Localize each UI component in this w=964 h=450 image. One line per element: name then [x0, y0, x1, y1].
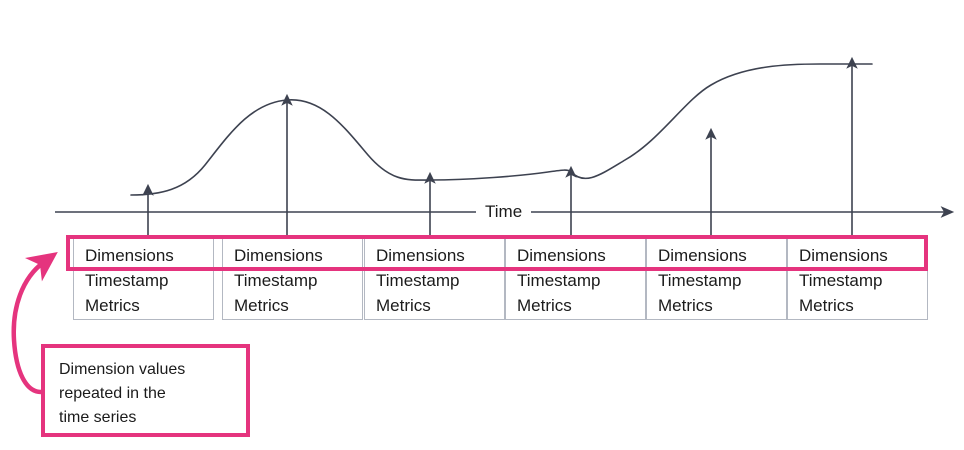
record-dimensions-label: Dimensions: [234, 246, 323, 265]
record-metrics-label: Metrics: [799, 296, 854, 315]
record-box[interactable]: Dimensions Timestamp Metrics: [646, 237, 787, 320]
record-box[interactable]: Dimensions Timestamp Metrics: [787, 237, 928, 320]
record-dimensions-label: Dimensions: [517, 246, 606, 265]
record-metrics-label: Metrics: [234, 296, 289, 315]
record-metrics-label: Metrics: [517, 296, 572, 315]
record-timestamp-label: Timestamp: [517, 271, 601, 290]
record-timestamp-label: Timestamp: [376, 271, 460, 290]
record-metrics-label: Metrics: [85, 296, 140, 315]
data-curve: [130, 63, 873, 196]
record-timestamp-label: Timestamp: [85, 271, 169, 290]
curved-arrow-icon: [11, 251, 58, 395]
record-dimensions-label: Dimensions: [658, 246, 747, 265]
callout-box: Dimension values repeated in the time se…: [41, 344, 250, 437]
callout-line-1: Dimension values: [59, 361, 186, 378]
record-dimensions-label: Dimensions: [799, 246, 888, 265]
callout-line-2: repeated in the: [59, 385, 166, 402]
record-box[interactable]: Dimensions Timestamp Metrics: [505, 237, 646, 320]
record-dimensions-label: Dimensions: [376, 246, 465, 265]
time-axis-label: Time: [476, 201, 532, 223]
record-box[interactable]: Dimensions Timestamp Metrics: [364, 237, 505, 320]
record-timestamp-label: Timestamp: [658, 271, 742, 290]
record-timestamp-label: Timestamp: [234, 271, 318, 290]
callout-line-3: time series: [59, 409, 137, 426]
record-metrics-label: Metrics: [376, 296, 431, 315]
record-metrics-label: Metrics: [658, 296, 713, 315]
record-dimensions-label: Dimensions: [85, 246, 174, 265]
record-box[interactable]: Dimensions Timestamp Metrics: [73, 237, 214, 320]
record-box[interactable]: Dimensions Timestamp Metrics: [222, 237, 363, 320]
record-timestamp-label: Timestamp: [799, 271, 883, 290]
